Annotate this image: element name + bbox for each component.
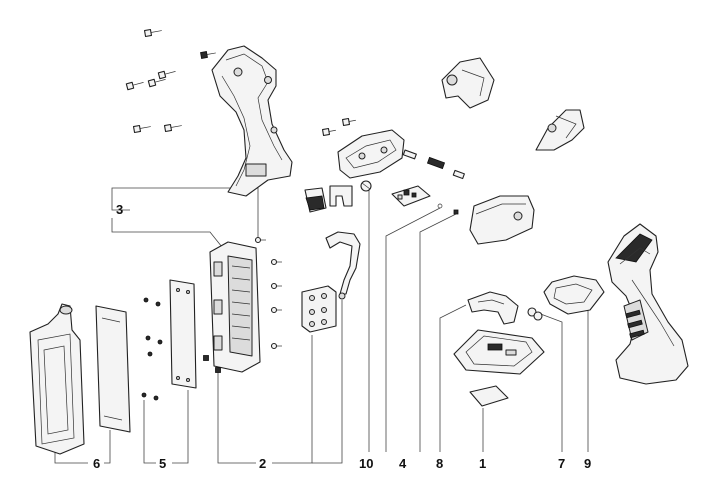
small-spring — [527, 307, 543, 321]
leader-3 — [111, 187, 259, 238]
screw — [200, 51, 216, 59]
screws-plate — [141, 297, 163, 401]
latch-frame — [543, 275, 605, 315]
top-right-cover-1 — [441, 57, 495, 109]
small-clips — [304, 185, 353, 213]
screw-small — [437, 203, 443, 209]
screw — [125, 81, 144, 91]
screw — [270, 282, 282, 290]
screw — [157, 70, 176, 80]
leader-3b — [111, 218, 227, 253]
screw — [270, 306, 282, 314]
leader-7 — [537, 312, 563, 452]
leader-4 — [385, 207, 441, 452]
callout-5: 5 — [159, 456, 166, 471]
screws-top-left — [125, 28, 216, 134]
clip-part — [467, 291, 519, 325]
leader-2 — [217, 370, 256, 464]
leader-2b — [272, 335, 313, 464]
callout-9: 9 — [584, 456, 591, 471]
screw — [143, 28, 162, 38]
screw — [163, 123, 182, 133]
spring-and-pins — [402, 149, 465, 180]
battery-slide-frame — [453, 329, 545, 375]
head-cover-lower — [469, 195, 535, 245]
screw — [341, 117, 356, 127]
screw — [147, 78, 166, 88]
callout-1: 1 — [479, 456, 486, 471]
screw — [203, 355, 209, 361]
leader-2c — [312, 300, 343, 464]
leader-6b — [104, 430, 111, 464]
screw — [254, 236, 266, 244]
handle-half-shell — [211, 45, 293, 197]
screw — [270, 258, 282, 266]
screw — [215, 367, 221, 373]
head-cover-upper — [337, 129, 405, 179]
callout-3: 3 — [116, 202, 123, 217]
small-circuit-board — [391, 185, 431, 207]
screw — [270, 342, 282, 350]
leader-lines — [54, 187, 589, 464]
callout-6: 6 — [93, 456, 100, 471]
small-pin — [360, 180, 372, 192]
leader-5b — [172, 390, 189, 464]
callout-2: 2 — [259, 456, 266, 471]
callout-8: 8 — [436, 456, 443, 471]
label-plate — [469, 385, 509, 407]
screws-housing — [203, 236, 282, 373]
wire-bracket — [325, 231, 361, 300]
side-panel — [29, 303, 85, 455]
leader-4b — [419, 213, 457, 452]
gasket-sheet — [95, 305, 131, 433]
callout-7: 7 — [558, 456, 565, 471]
callout-4: 4 — [399, 456, 407, 471]
leader-8 — [439, 304, 467, 452]
housing-block — [209, 241, 261, 373]
screw-small — [453, 209, 459, 215]
cover-plate — [169, 279, 197, 389]
leader-9 — [577, 301, 589, 452]
screw — [321, 127, 336, 137]
connector-block — [301, 285, 337, 333]
callout-10: 10 — [359, 456, 373, 471]
screw — [132, 124, 151, 134]
handle-assembled — [607, 223, 689, 385]
callout-labels: 3 6 5 2 10 4 8 1 7 9 — [93, 202, 591, 471]
top-right-cover-2 — [535, 109, 585, 151]
leader-5 — [143, 400, 156, 464]
screws-center-top — [321, 117, 356, 137]
